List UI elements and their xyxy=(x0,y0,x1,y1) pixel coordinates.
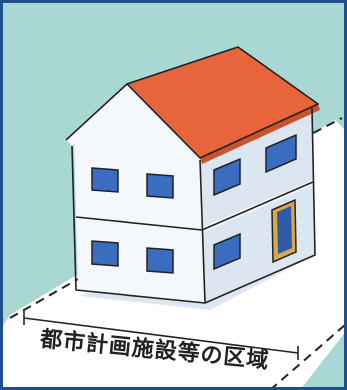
house-roof-outline xyxy=(65,46,319,159)
zone-label-underline xyxy=(23,317,299,354)
window-side-upper-left xyxy=(213,157,241,197)
zone-boundary-bottom xyxy=(269,324,346,390)
window-front-lower-right xyxy=(146,247,174,274)
window-side-lower xyxy=(213,232,241,271)
window-front-upper-right xyxy=(146,173,174,199)
window-front-upper-left xyxy=(91,167,119,193)
house-roof-edge xyxy=(200,104,320,164)
house-corner xyxy=(199,159,206,304)
door xyxy=(277,206,292,254)
window-side-upper-right xyxy=(265,133,297,174)
house-floor-line-side xyxy=(201,181,314,231)
house-roof xyxy=(127,47,318,158)
window-front-lower-left xyxy=(91,240,119,267)
house-floor-line-front xyxy=(75,216,203,231)
house-gable-trim xyxy=(66,84,200,162)
